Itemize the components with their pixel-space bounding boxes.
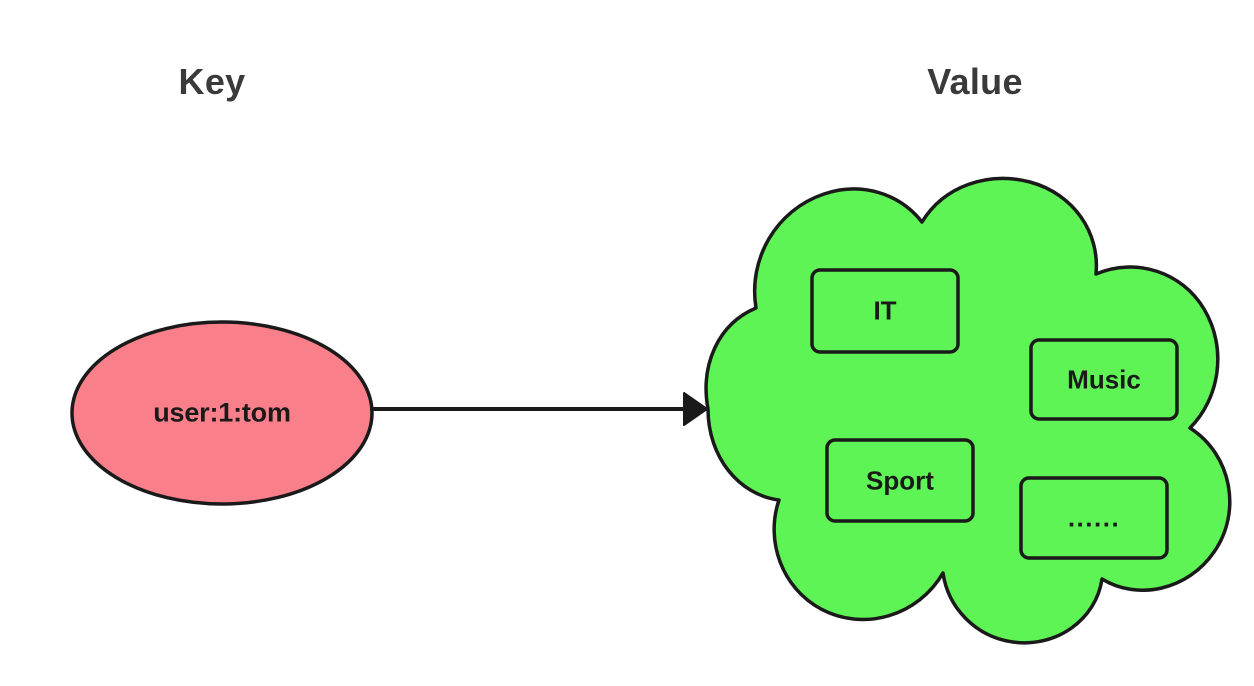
arrow-head	[683, 392, 708, 426]
value-item-box-sport[interactable]	[825, 438, 975, 523]
value-item-box-it[interactable]	[810, 268, 960, 354]
value-item-box-music[interactable]	[1029, 338, 1179, 421]
key-column-heading: Key	[178, 61, 246, 102]
value-column-heading: Value	[927, 61, 1023, 102]
key-to-value-arrow	[370, 392, 708, 426]
value-item-box-more[interactable]	[1019, 476, 1169, 560]
key-node-ellipse[interactable]	[70, 320, 374, 506]
